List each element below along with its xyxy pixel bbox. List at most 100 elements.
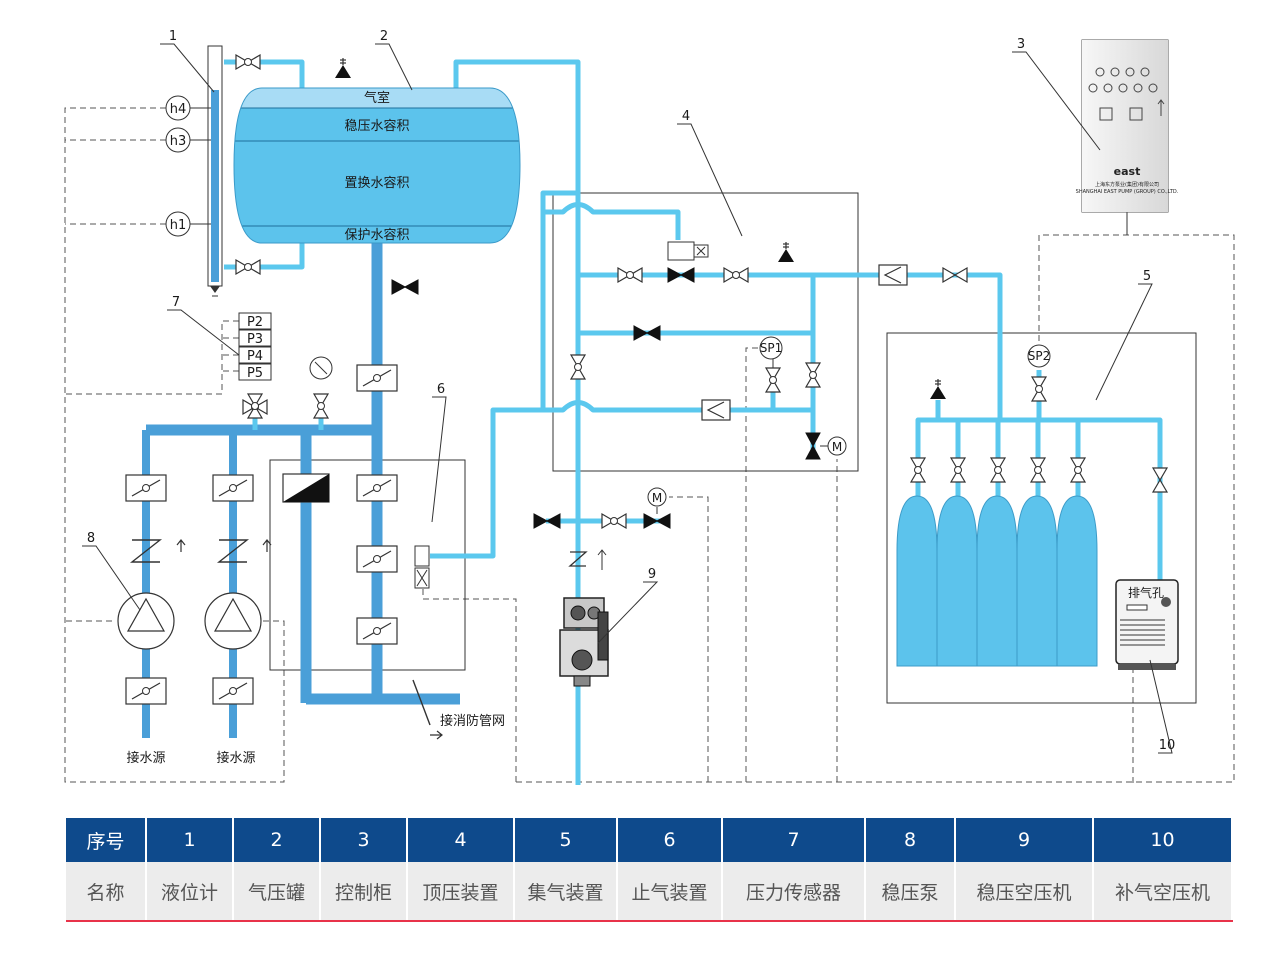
- legend-number: 1: [146, 818, 234, 862]
- svg-text:h1: h1: [170, 218, 187, 233]
- gauge-valve: [313, 393, 329, 419]
- sp1-switch: SP1: [759, 336, 783, 368]
- legend-name: 控制柜: [320, 862, 408, 922]
- pressure-tank: 气室 稳压水容积 置换水容积 保护水容积: [233, 87, 521, 244]
- legend-name: 稳压泵: [865, 862, 956, 922]
- top-valve-1: [617, 267, 643, 283]
- level-sensor-h4: h4: [165, 95, 211, 121]
- legend-number: 3: [320, 818, 408, 862]
- callout-3: 3: [1017, 37, 1025, 52]
- fire-network-label: 接消防管网: [440, 713, 505, 729]
- solenoid-6: [414, 545, 430, 589]
- water-source-right: 接水源: [216, 750, 255, 766]
- tank-protect-label: 保护水容积: [344, 227, 409, 243]
- callout-7: 7: [172, 295, 180, 310]
- comp-drain-valve: [533, 513, 561, 529]
- legend-table: 序号 1 2 3 4 5 6 7 8 9 10 名称 液位计 气压罐 控制柜 顶…: [66, 818, 1233, 922]
- callout-2: 2: [380, 29, 388, 44]
- air-compressor-10: 排气孔: [1115, 579, 1179, 670]
- svg-text:SP2: SP2: [1028, 349, 1051, 363]
- svg-text:SHANGHAI EAST PUMP (GROUP) CO.: SHANGHAI EAST PUMP (GROUP) CO.,LTD.: [1076, 189, 1179, 195]
- level-gauge: [207, 45, 223, 297]
- sp2-valve: [1031, 376, 1047, 402]
- callout-9: 9: [648, 567, 656, 582]
- comp-valve: [601, 513, 627, 529]
- svg-text:h3: h3: [170, 134, 187, 149]
- pump-right: [204, 474, 272, 705]
- legend-name: 压力传感器: [722, 862, 866, 922]
- gas-relief-valve: [929, 378, 947, 400]
- svg-text:SP1: SP1: [760, 341, 783, 355]
- main-filter: [356, 364, 398, 392]
- svg-text:上海东方泵业(集团)有限公司: 上海东方泵业(集团)有限公司: [1095, 181, 1159, 188]
- level-top-valve: [235, 54, 261, 70]
- system-schematic: h4 h3 h1 气室 稳压水容积 置换水容积 保护水容积: [64, 29, 1235, 785]
- bypass-valve: [282, 473, 330, 503]
- comp-check: [568, 549, 607, 570]
- air-compressor-9: [559, 597, 609, 687]
- svg-text:h4: h4: [170, 102, 187, 117]
- callout-5: 5: [1143, 269, 1151, 284]
- top-relief-valve: [777, 241, 795, 263]
- antigas-valve-2: [356, 545, 398, 573]
- main-butterfly-valve: [391, 279, 419, 295]
- antigas-valve-3: [356, 617, 398, 645]
- tank-replace-label: 置换水容积: [344, 175, 409, 191]
- callout-6: 6: [437, 382, 445, 397]
- level-sensor-h3: h3: [165, 127, 211, 153]
- fire-network-check: [412, 679, 443, 740]
- legend-header-row: 序号 1 2 3 4 5 6 7 8 9 10: [66, 818, 1233, 862]
- callouts: [82, 43, 1173, 754]
- legend-number: 4: [407, 818, 515, 862]
- top-vertical-valve: [570, 354, 586, 380]
- svg-text:P3: P3: [247, 332, 263, 347]
- svg-text:P2: P2: [247, 315, 263, 330]
- motor-valve: [805, 432, 821, 460]
- top-check-valve: [701, 399, 731, 421]
- legend-number: 8: [865, 818, 956, 862]
- pump-left: [117, 474, 186, 705]
- callout-10: 10: [1159, 738, 1176, 753]
- exhaust-label: 排气孔: [1128, 585, 1164, 600]
- gas-cylinders: [896, 495, 1098, 667]
- antigas-valve-1: [356, 474, 398, 502]
- legend-number: 5: [514, 818, 618, 862]
- pressure-sensors: P2 P3 P4 P5: [238, 312, 272, 381]
- sp2-switch: SP2: [1027, 344, 1051, 368]
- legend-header-label: 序号: [66, 818, 147, 862]
- sp1-valve: [765, 367, 781, 393]
- top-right-valve: [805, 362, 821, 388]
- control-cabinet: east 上海东方泵业(集团)有限公司 SHANGHAI EAST PUMP (…: [1076, 39, 1179, 213]
- legend-name: 补气空压机: [1093, 862, 1233, 922]
- pressure-gauge: [309, 356, 333, 380]
- legend-name: 集气装置: [514, 862, 618, 922]
- callout-8: 8: [87, 531, 95, 546]
- comp-motor: M: [647, 487, 667, 514]
- legend-number: 10: [1093, 818, 1233, 862]
- legend-name-label: 名称: [66, 862, 147, 922]
- callout-1: 1: [169, 29, 177, 44]
- legend-name: 顶压装置: [407, 862, 515, 922]
- legend-number: 9: [955, 818, 1094, 862]
- legend-name: 气压罐: [233, 862, 321, 922]
- motor-actuator: M: [820, 436, 847, 456]
- svg-text:M: M: [832, 440, 842, 454]
- top-solenoid-valve: [667, 267, 695, 283]
- level-sensor-h1: h1: [165, 211, 211, 237]
- svg-text:P5: P5: [247, 366, 263, 381]
- legend-name-row: 名称 液位计 气压罐 控制柜 顶压装置 集气装置 止气装置 压力传感器 稳压泵 …: [66, 862, 1233, 922]
- main-pipes: [146, 240, 460, 705]
- comp-motor-valve: [643, 513, 671, 529]
- outlet-gate-valve: [942, 267, 968, 283]
- control-lines: [64, 107, 1235, 783]
- tank-relief-valve: [334, 57, 352, 79]
- top-solenoid: [667, 241, 709, 261]
- cabinet-logo: east: [1114, 165, 1141, 178]
- outlet-check-valve: [878, 264, 908, 286]
- legend-number: 6: [617, 818, 723, 862]
- tank-air-label: 气室: [364, 90, 390, 106]
- svg-text:M: M: [652, 491, 662, 505]
- water-source-left: 接水源: [126, 750, 165, 766]
- svg-text:P4: P4: [247, 349, 263, 364]
- legend-name: 止气装置: [617, 862, 723, 922]
